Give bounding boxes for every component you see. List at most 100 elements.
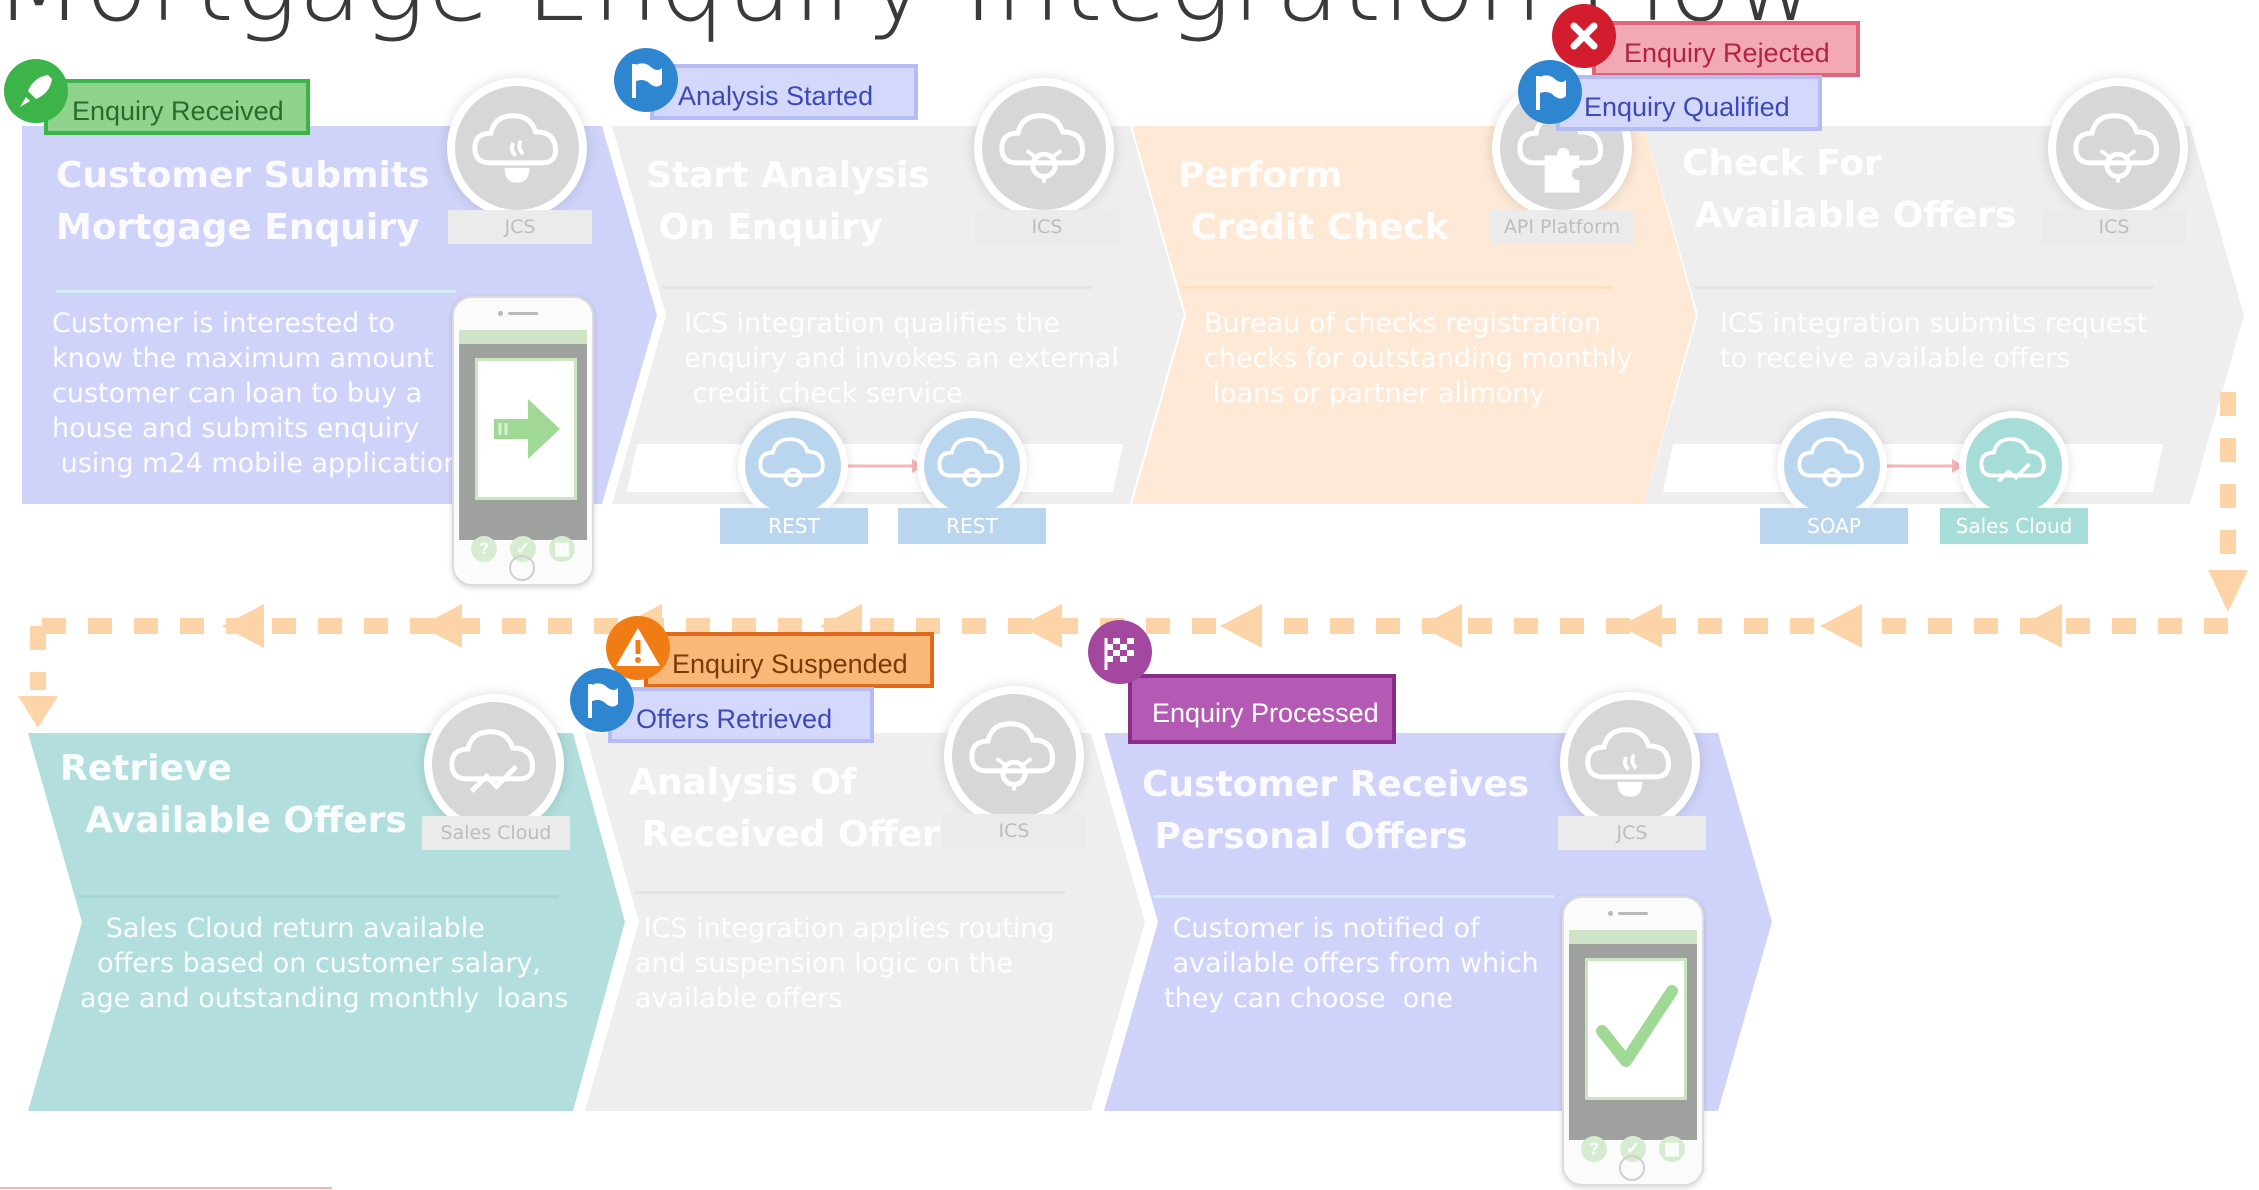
milestone-enquiry-qualified: Enquiry Qualified xyxy=(1556,75,1822,131)
checkmark-icon xyxy=(1596,985,1678,1067)
arrowhead-left xyxy=(1220,604,1262,648)
cloud-gear-icon xyxy=(937,437,1004,488)
step-title: Perform Credit Check xyxy=(1178,155,1449,248)
step-title: Start Analysis On Enquiry xyxy=(646,155,930,248)
service-icon-sales-cloud xyxy=(432,702,556,826)
service-label: ICS xyxy=(975,210,1119,244)
endpoint-label: Sales Cloud xyxy=(1940,508,2088,544)
step-description: Sales Cloud return available offers base… xyxy=(80,913,569,1014)
phone-home-button xyxy=(509,555,535,581)
phone-status-bar xyxy=(1569,930,1697,944)
flag-glyph xyxy=(632,63,662,98)
service-label: ICS xyxy=(2042,210,2186,244)
step-separator xyxy=(1182,286,1612,289)
phone-screen: ? ✓ ▦ xyxy=(1569,930,1697,1162)
step-description: ICS integration applies routing and susp… xyxy=(635,913,1055,1014)
rocket-glyph xyxy=(20,75,52,107)
step-separator xyxy=(78,895,558,898)
milestone-enquiry-processed: Enquiry Processed xyxy=(1128,674,1396,744)
cloud-gear-icon xyxy=(758,437,825,488)
cloud-chart-icon xyxy=(449,729,535,794)
service-icon-ics xyxy=(952,694,1076,818)
milestone-enquiry-rejected: Enquiry Rejected xyxy=(1592,21,1860,77)
cloud-gear-icon xyxy=(999,113,1085,183)
endpoint-link-arrowhead xyxy=(912,459,924,473)
step-separator xyxy=(1694,286,2154,289)
close-glyph xyxy=(1570,22,1598,50)
diagram-title: Mortgage Enquiry Integration Flow xyxy=(0,0,1819,47)
service-label: Sales Cloud xyxy=(422,816,570,850)
service-label: JCS xyxy=(448,210,592,244)
milestone-label: Analysis Started xyxy=(678,81,874,111)
cloud-chart-icon xyxy=(1979,437,2046,483)
step-retrieve-offers: Retrieve Available Offers Sales Cloud re… xyxy=(28,733,625,1111)
phone-buttons: ? ✓ ▦ xyxy=(1581,1136,1685,1162)
phone-camera xyxy=(1608,911,1613,916)
flag-icon xyxy=(614,48,678,112)
help-icon: ? xyxy=(471,536,497,562)
step-separator xyxy=(635,891,1065,894)
endpoint-soap xyxy=(1784,418,1880,514)
phone-speaker xyxy=(1618,912,1648,915)
mobile-phone-submit: ? ✓ ▦ xyxy=(452,296,594,586)
mobile-phone-receive: ? ✓ ▦ xyxy=(1562,896,1704,1186)
milestone-offers-retrieved: Offers Retrieved xyxy=(608,687,874,743)
endpoint-link-arrowhead xyxy=(1952,459,1964,473)
checkered-flag-icon xyxy=(1088,620,1152,684)
endpoint-label: SOAP xyxy=(1760,508,1908,544)
grid-icon: ▦ xyxy=(549,536,575,562)
step-separator xyxy=(56,290,456,293)
step-credit-check: Perform Credit Check Bureau of checks re… xyxy=(1132,126,1696,504)
endpoint-sales-cloud xyxy=(1966,418,2062,514)
arrowhead-left xyxy=(1420,604,1462,648)
milestone-label: Enquiry Rejected xyxy=(1624,38,1830,68)
cloud-gear-icon xyxy=(2073,113,2159,183)
warning-glyph xyxy=(616,628,660,666)
step-title: Analysis Of Received Offers xyxy=(629,762,962,855)
arrow-right-icon xyxy=(494,399,560,459)
arrowhead-left xyxy=(222,604,264,648)
step-title: Retrieve Available Offers xyxy=(60,748,407,841)
arrowhead-down xyxy=(2208,570,2248,612)
step-title: Check For Available Offers xyxy=(1682,143,2017,236)
flag-glyph xyxy=(1536,75,1566,110)
step-description: Customer is notified of available offers… xyxy=(1164,913,1539,1014)
step-description: Bureau of checks registration checks for… xyxy=(1204,308,1633,409)
milestone-label: Enquiry Received xyxy=(72,96,284,126)
arrowhead-left xyxy=(2020,604,2062,648)
phone-camera xyxy=(498,311,503,316)
cloud-java-icon xyxy=(1585,727,1671,797)
step-description: ICS integration qualifies the enquiry an… xyxy=(684,308,1119,409)
close-icon xyxy=(1552,4,1616,68)
phone-card xyxy=(1585,958,1687,1100)
flag-glyph xyxy=(588,683,618,718)
service-icon-jcs xyxy=(455,86,579,210)
service-icon-jcs xyxy=(1568,700,1692,824)
phone-card xyxy=(475,358,577,500)
step-title: Customer Submits Mortgage Enquiry xyxy=(56,155,430,248)
service-label: ICS xyxy=(942,814,1086,848)
arrowhead-down xyxy=(18,696,58,728)
step-title: Customer Receives Personal Offers xyxy=(1142,764,1530,857)
phone-status-bar xyxy=(459,330,587,344)
milestone-label: Offers Retrieved xyxy=(636,704,833,734)
milestone-label: Enquiry Processed xyxy=(1152,698,1379,728)
checkered-flag-glyph xyxy=(1104,638,1134,670)
rocket-icon xyxy=(4,59,68,123)
phone-home-button xyxy=(1619,1155,1645,1181)
cloud-java-icon xyxy=(472,113,558,183)
help-icon: ? xyxy=(1581,1136,1607,1162)
milestone-enquiry-suspended: Enquiry Suspended xyxy=(644,632,934,688)
cloud-gear-icon xyxy=(1797,437,1864,488)
service-label: JCS xyxy=(1558,816,1706,850)
arrowhead-left xyxy=(1820,604,1862,648)
step-separator xyxy=(1154,895,1554,898)
phone-speaker xyxy=(508,312,538,315)
arrowhead-left xyxy=(1020,604,1062,648)
milestone-label: Enquiry Qualified xyxy=(1584,92,1790,122)
service-label: API Platform xyxy=(1490,210,1634,244)
milestone-label: Enquiry Suspended xyxy=(672,649,908,679)
milestone-enquiry-received: Enquiry Received xyxy=(44,79,310,135)
phone-screen: ? ✓ ▦ xyxy=(459,330,587,562)
